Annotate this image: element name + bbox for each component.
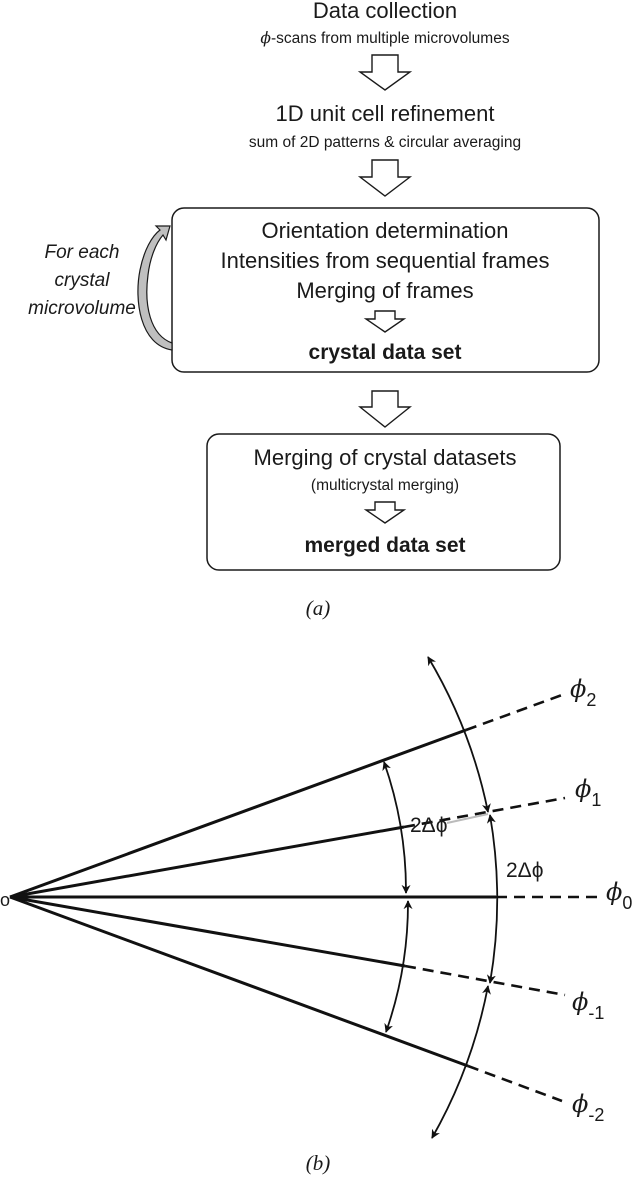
step-data-collection-subtitle: ϕ-scans from multiple microvolumes xyxy=(260,29,509,47)
phi0-subscript: 0 xyxy=(622,893,632,913)
dash-phi-1 xyxy=(404,964,566,997)
flow-arrow-small-2 xyxy=(363,501,407,524)
panel-b-angle-diagram: o 2Δϕ 2Δϕ ϕ2 ϕ1 ϕ0 ϕ-1 ϕ-2 (b) xyxy=(0,656,632,1175)
step-data-collection-title: Data collection xyxy=(313,0,457,23)
label-phi0: ϕ0 xyxy=(606,878,632,913)
inner-arc-lower xyxy=(384,900,413,1033)
flow-arrow-3 xyxy=(358,390,412,428)
flow-arrow-1 xyxy=(357,54,413,91)
crystal-box-line-merging: Merging of frames xyxy=(296,278,473,303)
label-phi2: ϕ2 xyxy=(570,675,596,710)
outer-arc-bottom xyxy=(431,985,491,1139)
phi-symbol: ϕ xyxy=(260,29,271,47)
phi-minus2-symbol: ϕ xyxy=(572,1090,588,1118)
outer-arc-middle xyxy=(486,814,499,984)
crystal-data-set-result: crystal data set xyxy=(309,341,462,364)
loop-curved-arrow-icon xyxy=(137,225,173,351)
crystal-box-line-orientation: Orientation determination xyxy=(261,218,508,243)
phi-minus1-symbol: ϕ xyxy=(572,988,588,1016)
ray-phi1 xyxy=(9,825,405,899)
loop-label-line2: crystal xyxy=(55,270,111,291)
phi2-symbol: ϕ xyxy=(570,675,586,703)
origin-label: o xyxy=(0,890,10,910)
inner-arc-upper xyxy=(382,761,411,894)
phi-minus2-subscript: -2 xyxy=(588,1105,604,1125)
subtitle-text: -scans from multiple microvolumes xyxy=(271,30,510,47)
flow-arrow-small-1 xyxy=(363,310,407,333)
phi2-subscript: 2 xyxy=(586,690,596,710)
angle-label-inner: 2Δϕ xyxy=(410,814,447,837)
flow-arrow-2 xyxy=(357,159,413,197)
phi0-symbol: ϕ xyxy=(606,878,622,906)
ray-phi2 xyxy=(9,728,467,899)
step-unit-cell-subtitle: sum of 2D patterns & circular averaging xyxy=(249,134,521,151)
label-phi1: ϕ1 xyxy=(575,775,601,810)
crystal-box-line-intensities: Intensities from sequential frames xyxy=(221,248,550,273)
phi1-symbol: ϕ xyxy=(575,775,591,803)
label-phi-minus1: ϕ-1 xyxy=(572,988,604,1023)
phi-minus1-subscript: -1 xyxy=(588,1003,604,1023)
phi1-subscript: 1 xyxy=(591,790,601,810)
merge-box-line1: Merging of crystal datasets xyxy=(254,445,517,470)
merge-box-line2: (multicrystal merging) xyxy=(311,477,459,494)
caption-a: (a) xyxy=(306,596,331,620)
ray-phi-2 xyxy=(9,895,469,1068)
dash-phi2 xyxy=(465,693,563,732)
caption-b: (b) xyxy=(306,1151,331,1175)
label-phi-minus2: ϕ-2 xyxy=(572,1090,604,1125)
label-connector xyxy=(446,813,489,824)
angle-label-outer: 2Δϕ xyxy=(506,859,543,882)
merged-data-set-result: merged data set xyxy=(304,534,465,557)
crystal-processing-box xyxy=(171,207,600,373)
loop-label-line3: microvolume xyxy=(28,298,136,319)
panel-a-flowchart: Data collection ϕ-scans from multiple mi… xyxy=(28,0,600,620)
step-unit-cell-title: 1D unit cell refinement xyxy=(276,101,495,126)
dash-phi-2 xyxy=(467,1064,563,1103)
loop-label-line1: For each xyxy=(45,242,120,263)
ray-phi-1 xyxy=(9,895,406,968)
outer-arc-top xyxy=(427,656,491,813)
